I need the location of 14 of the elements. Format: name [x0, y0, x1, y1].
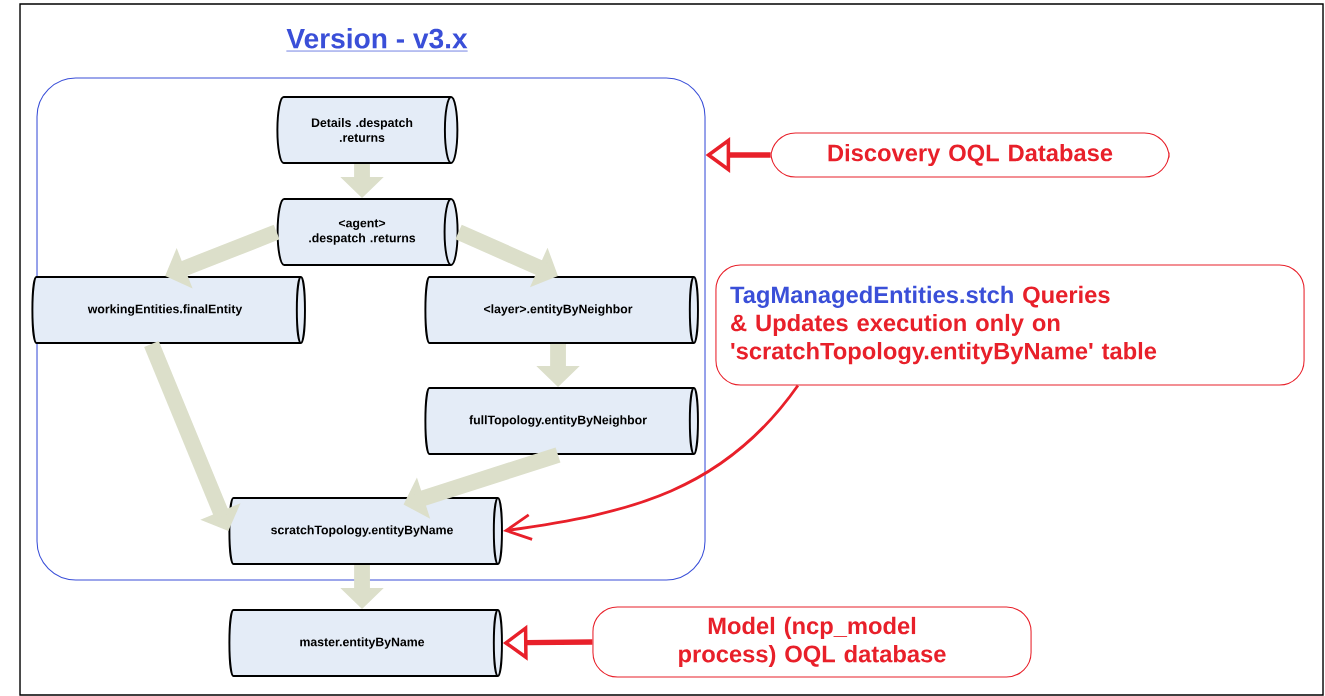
- database-cylinder: <agent> .despatch .returns: [276, 198, 459, 266]
- block-arrow: [165, 224, 280, 289]
- database-cylinder: Details .despatch .returns: [276, 96, 459, 164]
- database-cylinder: workingEntities.finalEntity: [31, 276, 306, 344]
- database-cylinder: master.entityByName: [228, 609, 503, 677]
- database-cylinder: fullTopology.entityByNeighbor: [424, 387, 699, 455]
- database-cylinder: <layer>.entityByNeighbor: [424, 276, 699, 344]
- callout-box: Discovery OQL Database: [770, 132, 1170, 178]
- curved-arrow: [502, 384, 799, 541]
- callout-box: TagManagedEntities.stch Queries & Updates execution only on 'scratchTopology.entityByName' table: [715, 264, 1305, 386]
- database-cylinder: scratchTopology.entityByName: [228, 497, 503, 565]
- block-arrow: [144, 340, 241, 531]
- group-heading: Version - v3.x: [286, 27, 468, 52]
- callout-box: Model (ncp_model process) OQL database: [592, 606, 1032, 678]
